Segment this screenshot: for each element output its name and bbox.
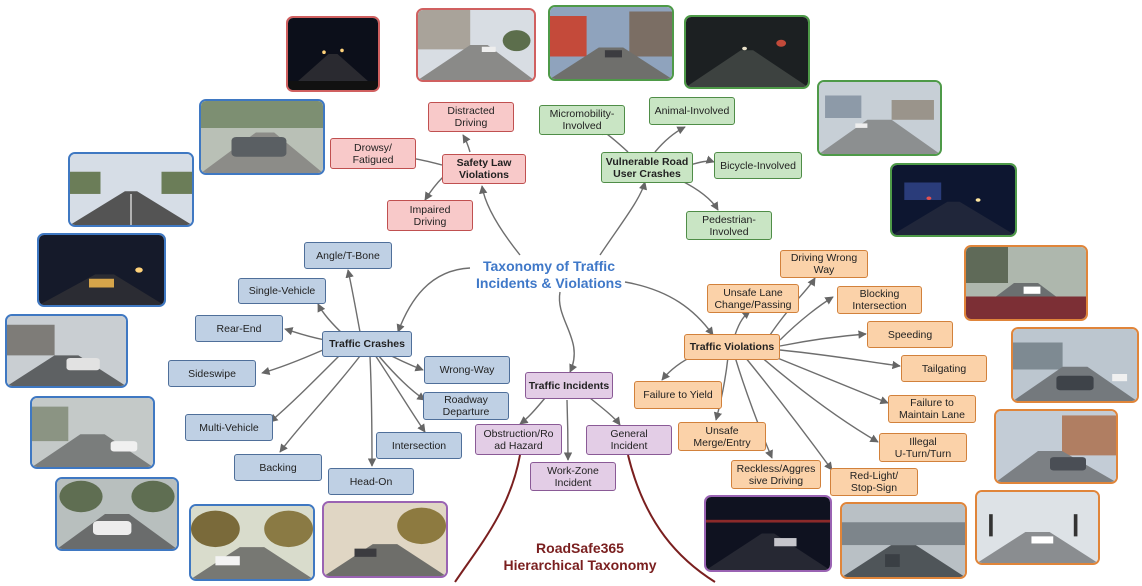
node-sideswipe: Sideswipe [168,360,256,387]
root-title: Taxonomy of Traffic Incidents & Violatio… [476,258,622,291]
dashcam-thumbnail [55,477,179,551]
node-multi-vehicle: Multi-Vehicle [185,414,273,441]
dashcam-thumbnail [416,8,536,82]
dashcam-thumbnail [964,245,1088,321]
node-unsafe-merge-entry: Unsafe Merge/Entry [678,422,766,451]
dashcam-thumbnail [199,99,325,175]
dashcam-thumbnail [975,490,1100,565]
node-wrong-way: Wrong-Way [424,356,510,384]
node-head-on: Head-On [328,468,414,495]
node-angle-t-bone: Angle/T-Bone [304,242,392,269]
dashcam-thumbnail [37,233,166,307]
node-speeding: Speeding [867,321,953,348]
dashcam-thumbnail [684,15,810,89]
dashcam-thumbnail [68,152,194,227]
node-bicycle-involved: Bicycle-Involved [714,152,802,179]
node-drowsy-fatigued: Drowsy/ Fatigued [330,138,416,169]
dashcam-thumbnail [1011,327,1139,403]
node-single-vehicle: Single-Vehicle [238,278,326,304]
node-failure-to-yield: Failure to Yield [634,381,722,409]
node-unsafe-lane-change: Unsafe Lane Change/Passing [707,284,799,313]
footer-title: RoadSafe365 Hierarchical Taxonomy [503,540,657,573]
node-backing: Backing [234,454,322,481]
node-micromobility-involved: Micromobility- Involved [539,105,625,135]
category-vulnerable-road-user-crashes: Vulnerable Road User Crashes [601,152,693,183]
node-failure-to-maintain-lane: Failure to Maintain Lane [888,395,976,423]
dashcam-thumbnail [322,501,448,578]
category-traffic-crashes: Traffic Crashes [322,331,412,357]
node-red-light-stop-sign: Red-Light/ Stop-Sign [830,468,918,496]
node-blocking-intersection: Blocking Intersection [837,286,922,314]
dashcam-thumbnail [286,16,380,92]
dashcam-thumbnail [994,409,1118,484]
node-distracted-driving: Distracted Driving [428,102,514,132]
dashcam-thumbnail [189,504,315,581]
dashcam-thumbnail [817,80,942,156]
dashcam-thumbnail [548,5,674,81]
dashcam-thumbnail [30,396,155,469]
node-work-zone-incident: Work-Zone Incident [530,462,616,491]
dashcam-thumbnail [5,314,128,388]
node-reckless-driving: Reckless/Aggres sive Driving [731,460,821,489]
node-animal-involved: Animal-Involved [649,97,735,125]
node-impaired-driving: Impaired Driving [387,200,473,231]
category-traffic-violations: Traffic Violations [684,334,780,360]
dashcam-thumbnail [890,163,1017,237]
dashcam-thumbnail [704,495,832,572]
node-driving-wrong-way: Driving Wrong Way [780,250,868,278]
node-pedestrian-involved: Pedestrian- Involved [686,211,772,240]
dashcam-thumbnail [840,502,967,579]
node-intersection: Intersection [376,432,462,459]
node-obstruction-road-hazard: Obstruction/Ro ad Hazard [475,424,562,455]
node-roadway-departure: Roadway Departure [423,392,509,420]
node-illegal-u-turn: Illegal U-Turn/Turn [879,433,967,462]
node-tailgating: Tailgating [901,355,987,382]
node-rear-end: Rear-End [195,315,283,342]
node-general-incident: General Incident [586,425,672,455]
category-traffic-incidents: Traffic Incidents [525,372,613,399]
category-safety-law-violations: Safety Law Violations [442,154,526,184]
